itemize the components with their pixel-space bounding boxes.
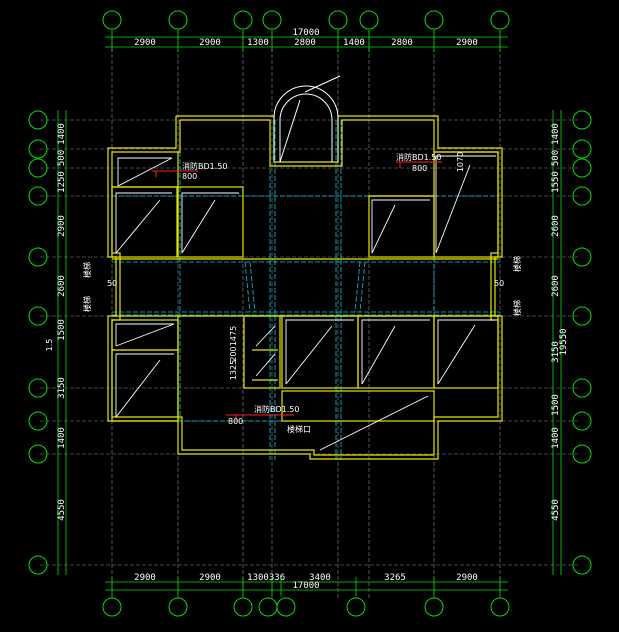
right-dim: 1500 — [551, 394, 561, 416]
bottom-dim: 336 — [269, 573, 285, 583]
left-dim: 1250 — [57, 171, 67, 193]
small-dimension-text: 50 50 1070 1475 200 1325 — [107, 152, 504, 380]
axis-bubbles — [28, 10, 592, 617]
right-dim: 2600 — [551, 275, 561, 297]
note-underlines — [152, 161, 442, 416]
left-dim: 4550 — [57, 499, 67, 521]
small-dim: 50 — [107, 279, 117, 288]
left-dim: 3150 — [57, 377, 67, 399]
door-note-width: 800 — [228, 417, 243, 426]
left-dim: 1400 — [57, 427, 67, 449]
left-dimension-text: 1400 500 1250 2900 2600 1500 3150 1400 4… — [57, 123, 67, 521]
door-note: 消防BD1.50 — [182, 161, 227, 171]
mid-label: 楼梯口 — [287, 424, 311, 434]
top-dim: 2800 — [391, 38, 413, 48]
left-dim: 2600 — [57, 275, 67, 297]
right-dim: 2600 — [551, 215, 561, 237]
top-dimension-text: 17000 2900 2900 1300 2800 1400 2800 2900 — [134, 28, 478, 48]
door-note: 消防BD1.50 — [396, 152, 441, 162]
side-labels: 楼梯 楼梯 楼梯 楼梯 1.5 楼梯口 — [45, 256, 522, 434]
top-total: 17000 — [292, 28, 319, 38]
left-dim: 1500 — [57, 319, 67, 341]
door-note-width: 800 — [182, 172, 197, 181]
small-dim: 1070 — [456, 152, 465, 172]
small-dim: 1475 — [229, 326, 238, 346]
top-dim: 2800 — [294, 38, 316, 48]
bottom-dim: 2900 — [456, 573, 478, 583]
right-dimension-text: 1400 500 1550 2600 2600 3150 1500 1400 4… — [551, 123, 569, 521]
small-dim: 50 — [494, 279, 504, 288]
top-dim: 2900 — [134, 38, 156, 48]
bottom-dim: 3265 — [384, 573, 406, 583]
walls — [107, 115, 503, 460]
top-dim: 2900 — [456, 38, 478, 48]
door-note-width: 800 — [412, 164, 427, 173]
right-dim: 1400 — [551, 427, 561, 449]
bottom-dimension-text: 2900 2900 1300 336 3400 3265 2900 17000 — [134, 573, 478, 591]
right-dim: 3150 — [551, 341, 561, 363]
top-dim: 2900 — [199, 38, 221, 48]
door-notes: 消防BD1.50 800 消防BD1.50 800 消防BD1.50 800 — [182, 152, 441, 426]
dimension-lines — [57, 30, 562, 596]
note-ticks — [155, 162, 401, 421]
left-dim: 2900 — [57, 215, 67, 237]
small-dim: 200 — [229, 346, 238, 361]
bottom-dim: 2900 — [199, 573, 221, 583]
top-dim: 1300 — [247, 38, 269, 48]
right-dim: 500 — [551, 150, 561, 166]
right-dim: 1400 — [551, 123, 561, 145]
right-total: 19550 — [559, 328, 569, 355]
left-dim: 1400 — [57, 123, 67, 145]
left-dim: 500 — [57, 150, 67, 166]
small-dim: 1325 — [229, 360, 238, 380]
side-label: 1.5 — [45, 339, 54, 352]
arch-bay — [273, 75, 341, 163]
door-note: 消防BD1.50 — [254, 404, 299, 414]
bottom-dim: 3400 — [309, 573, 331, 583]
right-dim: 4550 — [551, 499, 561, 521]
slab-marks — [115, 155, 496, 451]
side-label: 楼梯 — [512, 256, 522, 272]
side-label: 楼梯 — [82, 296, 92, 312]
side-label: 楼梯 — [82, 262, 92, 278]
side-label: 楼梯 — [512, 300, 522, 316]
top-dim: 1400 — [343, 38, 365, 48]
bottom-total: 17000 — [292, 581, 319, 591]
bottom-dim: 2900 — [134, 573, 156, 583]
right-dim: 1550 — [551, 171, 561, 193]
bottom-dim: 1300 — [247, 573, 269, 583]
